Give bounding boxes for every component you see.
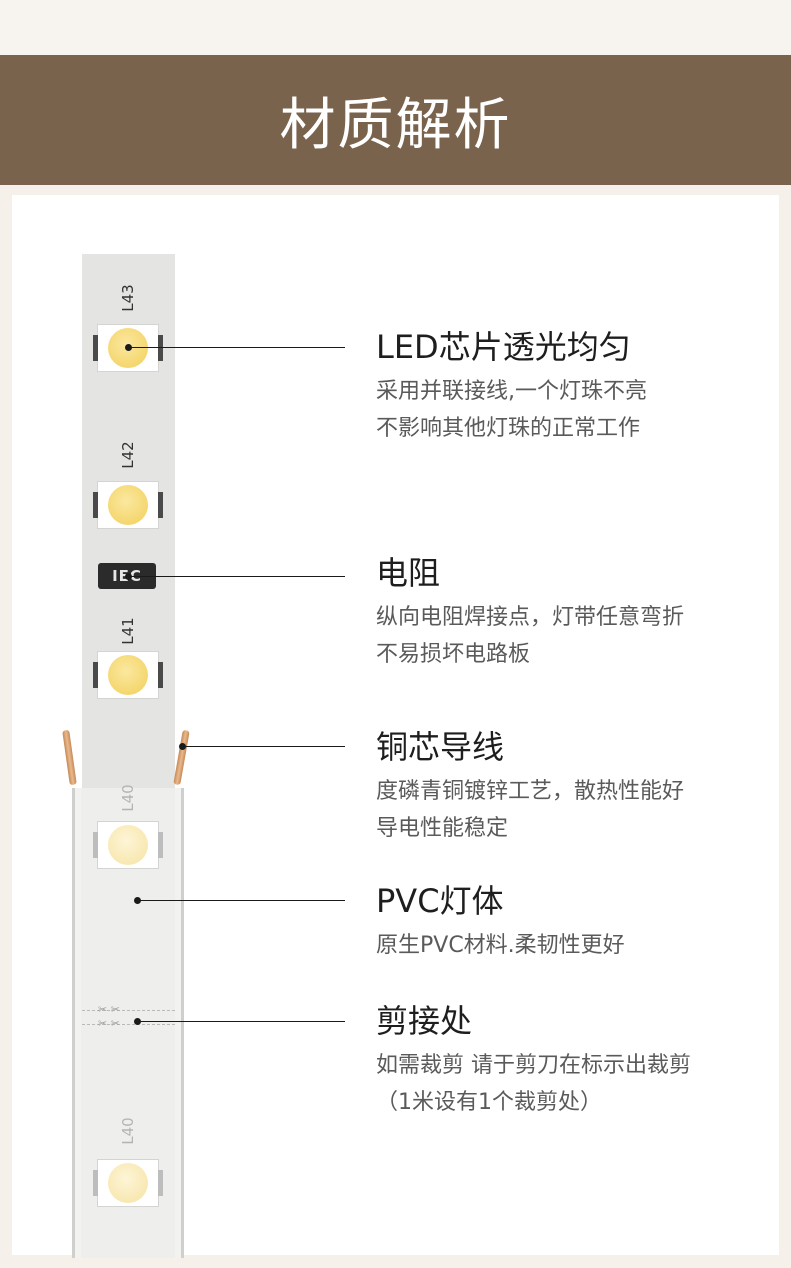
led-label-l43: L43 — [119, 284, 137, 312]
callout-resistor: 电阻 纵向电阻焊接点，灯带任意弯折 不易损坏电路板 — [376, 553, 776, 673]
led-label-l40: L40 — [119, 784, 137, 812]
callout-pvc-body: PVC灯体 原生PVC材料.柔韧性更好 — [376, 881, 776, 964]
cut-line-top — [82, 1010, 175, 1011]
led-lens — [108, 655, 148, 695]
callout-dot-led — [125, 344, 132, 351]
callout-title: 铜芯导线 — [376, 728, 505, 766]
callout-dot-cut — [134, 1018, 141, 1025]
led-lens — [108, 1163, 148, 1203]
scissor-icon: ✂ ✂ — [98, 1003, 120, 1016]
desc-line: 如需裁剪 请于剪刀在标示出裁剪 — [376, 1053, 691, 1078]
callout-description: 原生PVC材料.柔韧性更好 — [376, 927, 776, 964]
cut-line-bottom — [82, 1024, 175, 1025]
led-chip-l40-lower — [93, 1160, 163, 1206]
callout-copper-wire: 铜芯导线 度磷青铜镀锌工艺，散热性能好 导电性能稳定 — [376, 727, 776, 847]
desc-line: 原生PVC材料.柔韧性更好 — [376, 933, 625, 958]
scissor-icon: ✂ ✂ — [98, 1017, 120, 1030]
callout-description: 采用并联接线,一个灯珠不亮 不影响其他灯珠的正常工作 — [376, 373, 776, 447]
led-label-l41: L41 — [119, 617, 137, 645]
desc-line: 采用并联接线,一个灯珠不亮 — [376, 379, 647, 404]
desc-line: 度磷青铜镀锌工艺，散热性能好 — [376, 779, 685, 804]
led-label-l40-lower: L40 — [119, 1117, 137, 1145]
led-label-l42: L42 — [119, 441, 137, 469]
led-chip-l42 — [93, 482, 163, 528]
callout-line-cut — [139, 1021, 345, 1022]
led-chip-l40 — [93, 822, 163, 868]
callout-line-wire — [184, 746, 345, 747]
callout-dot-wire — [179, 743, 186, 750]
callout-line-resistor — [130, 576, 345, 577]
led-chip-l43 — [93, 325, 163, 371]
section-header: 材质解析 — [0, 55, 791, 185]
callout-description: 度磷青铜镀锌工艺，散热性能好 导电性能稳定 — [376, 773, 776, 847]
callout-led-chip: LED芯片透光均匀 采用并联接线,一个灯珠不亮 不影响其他灯珠的正常工作 — [376, 327, 776, 447]
callout-line-pvc — [139, 900, 345, 901]
callout-dot-resistor — [125, 573, 132, 580]
led-chip-l41 — [93, 652, 163, 698]
desc-line: 不易损坏电路板 — [376, 642, 531, 667]
section-title: 材质解析 — [279, 92, 512, 158]
callout-line-led — [130, 347, 345, 348]
led-lens — [108, 485, 148, 525]
callout-title: 剪接处 — [376, 1002, 473, 1040]
desc-line: 纵向电阻焊接点，灯带任意弯折 — [376, 605, 685, 630]
callout-title: PVC灯体 — [376, 882, 504, 920]
callout-title: LED芯片透光均匀 — [376, 328, 631, 366]
callout-dot-pvc — [134, 897, 141, 904]
callout-description: 如需裁剪 请于剪刀在标示出裁剪 （1米设有1个裁剪处） — [376, 1047, 776, 1121]
callout-cut-point: 剪接处 如需裁剪 请于剪刀在标示出裁剪 （1米设有1个裁剪处） — [376, 1001, 776, 1121]
desc-line: 不影响其他灯珠的正常工作 — [376, 416, 641, 441]
top-margin — [0, 0, 791, 55]
callout-description: 纵向电阻焊接点，灯带任意弯折 不易损坏电路板 — [376, 599, 776, 673]
led-lens — [108, 825, 148, 865]
callout-title: 电阻 — [376, 554, 441, 592]
desc-line: （1米设有1个裁剪处） — [376, 1090, 602, 1115]
desc-line: 导电性能稳定 — [376, 816, 509, 841]
